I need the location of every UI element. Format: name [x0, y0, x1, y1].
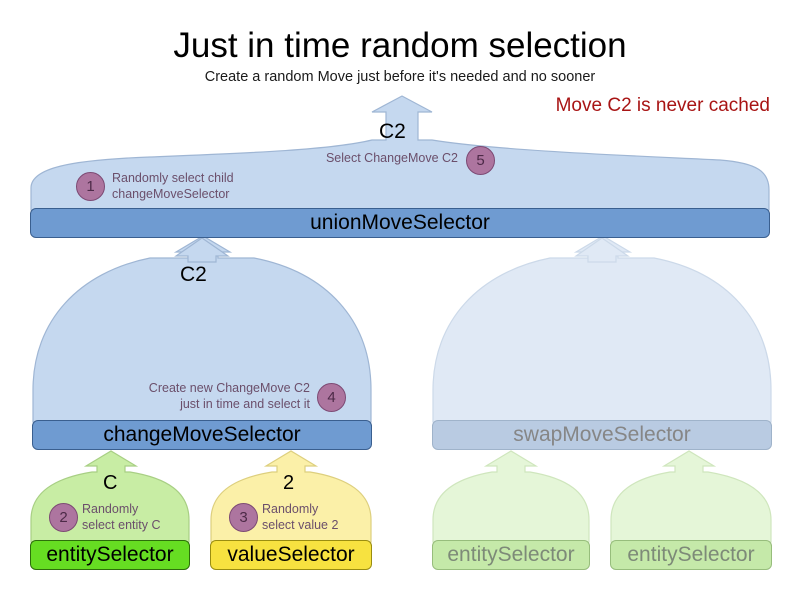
- entity-right-a-canopy-shape: [432, 450, 590, 543]
- annotation-line: select entity C: [82, 517, 161, 532]
- annotation-line: Randomly: [82, 502, 139, 516]
- annotation-step-1: Randomly select child changeMoveSelector: [112, 171, 234, 203]
- node-union-move-selector[interactable]: unionMoveSelector: [30, 208, 770, 238]
- node-entity-selector-right-b[interactable]: entitySelector: [610, 540, 772, 570]
- annotation-line: Create new ChangeMove C2: [148, 381, 310, 395]
- annotation-line: Randomly select child: [112, 171, 234, 185]
- annotation-line: changeMoveSelector: [112, 186, 230, 201]
- swap-canopy-shape: [432, 235, 772, 423]
- page-title: Just in time random selection: [173, 26, 627, 65]
- change-canopy-shape: [32, 235, 372, 423]
- annotation-step-2: Randomly select entity C: [82, 502, 161, 534]
- step-badge-2: 2: [49, 503, 78, 532]
- union-canopy-shape: [30, 95, 770, 211]
- node-entity-selector-right-a[interactable]: entitySelector: [432, 540, 590, 570]
- step-badge-1: 1: [76, 172, 105, 201]
- annotation-line: Randomly: [262, 502, 319, 516]
- annotation-line: Select ChangeMove C2: [325, 151, 458, 165]
- annotation-line: select value 2: [262, 517, 339, 532]
- step-badge-4: 4: [317, 383, 346, 412]
- flow-label-value-out: 2: [283, 472, 295, 494]
- step-badge-3: 3: [229, 503, 258, 532]
- cache-warning-text: Move C2 is never cached: [555, 95, 770, 116]
- entity-right-b-canopy-shape: [610, 450, 772, 543]
- node-swap-move-selector[interactable]: swapMoveSelector: [432, 420, 772, 450]
- flow-label-entity-out: C: [103, 472, 118, 494]
- arrow-change-to-union: [174, 237, 230, 263]
- annotation-step-4: Create new ChangeMove C2 just in time an…: [116, 381, 310, 413]
- node-entity-selector-left[interactable]: entitySelector: [30, 540, 190, 570]
- step-badge-5: 5: [466, 146, 495, 175]
- annotation-line: just in time and select it: [180, 396, 310, 411]
- node-change-move-selector[interactable]: changeMoveSelector: [32, 420, 372, 450]
- annotation-step-5: Select ChangeMove C2: [306, 151, 458, 167]
- arrow-swap-to-union: [574, 237, 630, 263]
- node-value-selector-left[interactable]: valueSelector: [210, 540, 372, 570]
- flow-label-change-to-union: C2: [180, 263, 207, 286]
- flow-label-top-out: C2: [379, 120, 406, 143]
- annotation-step-3: Randomly select value 2: [262, 502, 338, 534]
- page-subtitle: Create a random Move just before it's ne…: [204, 69, 596, 85]
